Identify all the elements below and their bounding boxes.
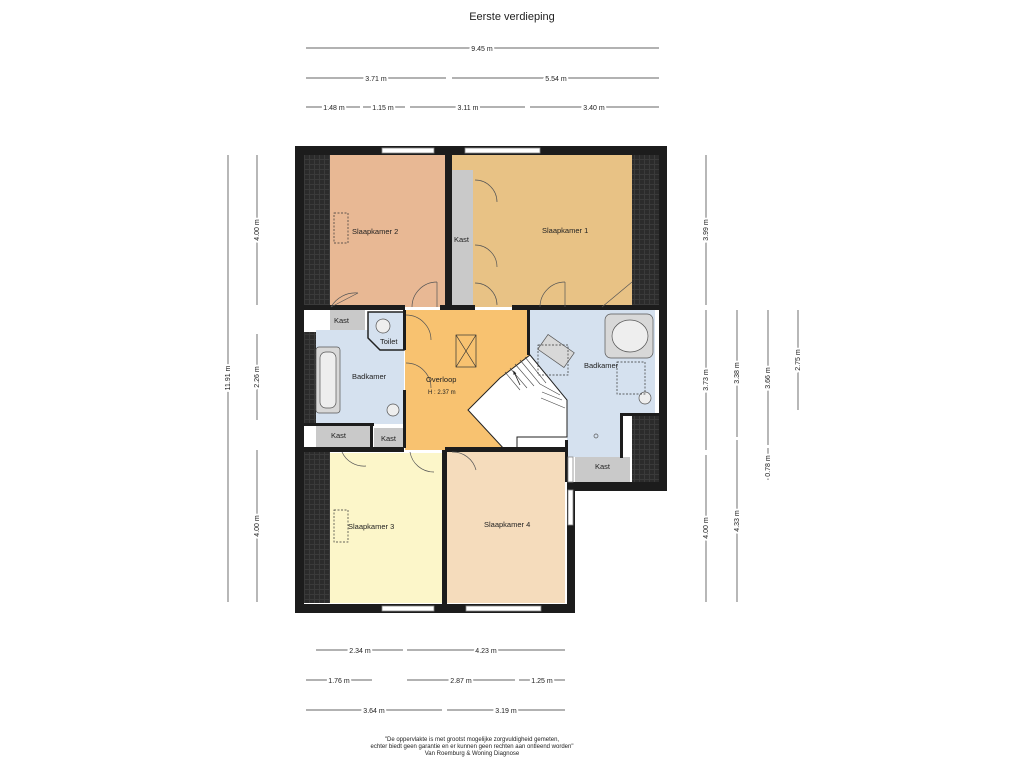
- dim-top-c2: 1.15 m: [372, 105, 394, 112]
- roof-left-mid: [304, 332, 316, 424]
- overloop-skylight: [455, 334, 477, 368]
- dim-top-total: 9.45 m: [471, 46, 493, 53]
- roof-left-bottom: [304, 450, 330, 603]
- label-kast-wardrobe: Kast: [454, 235, 470, 244]
- walls: [295, 146, 667, 613]
- dimension-labels: 9.45 m 3.71 m 5.54 m 1.48 m 1.15 m 3.11 …: [223, 44, 804, 717]
- skylights: [333, 212, 646, 543]
- label-slaapkamer-1: Slaapkamer 1: [542, 226, 588, 235]
- dim-right-c2: 0.78 m: [765, 455, 772, 477]
- dim-bottom-c2: 3.19 m: [495, 708, 517, 715]
- bath-right: [604, 313, 654, 359]
- label-slaapkamer-2: Slaapkamer 2: [352, 227, 398, 236]
- dim-right-c1: 3.66 m: [765, 367, 772, 389]
- dim-bottom-b2: 2.87 m: [450, 678, 472, 685]
- toilet-bowl-2: [386, 403, 400, 417]
- dim-left-total: 11.91 m: [225, 365, 232, 390]
- room-slaapkamer-2: [330, 155, 445, 307]
- roof-left-top: [304, 155, 330, 305]
- kast-right: [575, 457, 630, 482]
- label-kast-small: Kast: [381, 434, 397, 443]
- label-slaapkamer-3: Slaapkamer 3: [348, 522, 394, 531]
- dim-right-a3: 4.00 m: [703, 517, 710, 539]
- dim-right-b1: 3.38 m: [734, 362, 741, 384]
- label-toilet: Toilet: [380, 337, 398, 346]
- roof-right-top: [632, 155, 659, 307]
- toilet-bowl: [375, 318, 391, 334]
- dim-bottom-b1: 1.76 m: [328, 678, 350, 685]
- dimension-lines: [227, 47, 799, 711]
- dim-top-c4: 3.40 m: [583, 105, 605, 112]
- dim-top-b: 5.54 m: [545, 76, 567, 83]
- kast-mid-left: [316, 425, 371, 447]
- disclaimer-line-3: Van Roemburg & Woning Diagnose: [424, 751, 520, 757]
- label-badkamer-right: Badkamer: [584, 361, 619, 370]
- label-slaapkamer-4: Slaapkamer 4: [484, 520, 530, 529]
- kast-wardrobe: [452, 170, 473, 305]
- dim-bottom-c1: 3.64 m: [363, 708, 385, 715]
- sink-right: [537, 333, 575, 369]
- dim-top-c1: 1.48 m: [323, 105, 345, 112]
- room-slaapkamer-4: [447, 450, 565, 603]
- dim-right-a1: 3.99 m: [703, 219, 710, 241]
- stair-arrow: [513, 370, 521, 386]
- label-badkamer-left: Badkamer: [352, 372, 387, 381]
- label-kast-mid-left: Kast: [331, 431, 347, 440]
- dim-right-a2: 3.73 m: [703, 369, 710, 391]
- label-kast-right: Kast: [595, 462, 611, 471]
- room-overloop: [405, 310, 530, 450]
- windows: [381, 147, 574, 612]
- label-overloop-height: H : 2.37 m: [428, 390, 456, 396]
- disclaimer-line-1: "De oppervlakte is met grootst mogelijke…: [384, 737, 560, 743]
- kast-small: [374, 428, 404, 448]
- room-slaapkamer-1: [452, 155, 632, 307]
- dim-right-d1: 2.75 m: [795, 349, 802, 371]
- dim-bottom-b3: 1.25 m: [531, 678, 553, 685]
- door-swings: [330, 179, 633, 473]
- shower-drain: [593, 433, 599, 439]
- roof-right-bottom: [632, 415, 659, 482]
- dim-left-a: 4.00 m: [254, 219, 261, 241]
- disclaimer: "De oppervlakte is met grootst mogelijke…: [312, 737, 632, 758]
- bath-left: [315, 346, 341, 414]
- floor-title: Eerste verdieping: [469, 11, 555, 23]
- stair-treads: [504, 356, 566, 409]
- kast-top-left: [330, 310, 365, 330]
- dim-left-c: 4.00 m: [254, 515, 261, 537]
- dim-top-c3: 3.11 m: [458, 105, 479, 112]
- dim-bottom-a1: 2.34 m: [349, 648, 371, 655]
- disclaimer-line-2: echter biedt geen garantie en er kunnen …: [370, 744, 574, 750]
- dim-right-b2: 4.33 m: [734, 510, 741, 532]
- label-kast-top-left: Kast: [334, 316, 350, 325]
- dim-bottom-a2: 4.23 m: [475, 648, 497, 655]
- dim-top-a: 3.71 m: [365, 76, 387, 83]
- dim-left-b: 2.26 m: [254, 366, 261, 388]
- room-slaapkamer-3: [330, 453, 445, 603]
- label-overloop: Overloop: [426, 375, 456, 384]
